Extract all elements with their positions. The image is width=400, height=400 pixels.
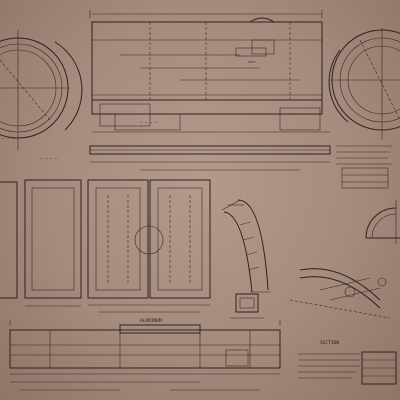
semicircle-detail: [365, 200, 400, 244]
notes-block-right: [336, 145, 392, 189]
aluminum-label: ALUMINUM: [140, 318, 162, 324]
door-panel-views: [87, 179, 211, 313]
section-label: SECTION: [320, 340, 339, 346]
panel-views-left: [0, 179, 82, 307]
svg-text:— — —: — — —: [2, 136, 15, 141]
svg-text:— — — —: — — — —: [40, 156, 57, 161]
dimension-ticks: [9, 10, 323, 326]
rail-connection-detail: [289, 268, 391, 319]
svg-text:— — — —: — — — —: [140, 120, 157, 125]
bottom-plan-view: [9, 324, 281, 391]
curved-section-detail: [221, 199, 270, 293]
side-elevation-view: ▭▭▭ — — — —: [91, 13, 330, 133]
end-view-right: [328, 28, 400, 140]
bracket-detail: [230, 293, 264, 319]
rail-strip: [89, 145, 331, 171]
end-view-left: — — — — — — —: [0, 30, 83, 161]
title-block: [298, 351, 397, 385]
svg-text:▭▭▭: ▭▭▭: [248, 59, 256, 64]
